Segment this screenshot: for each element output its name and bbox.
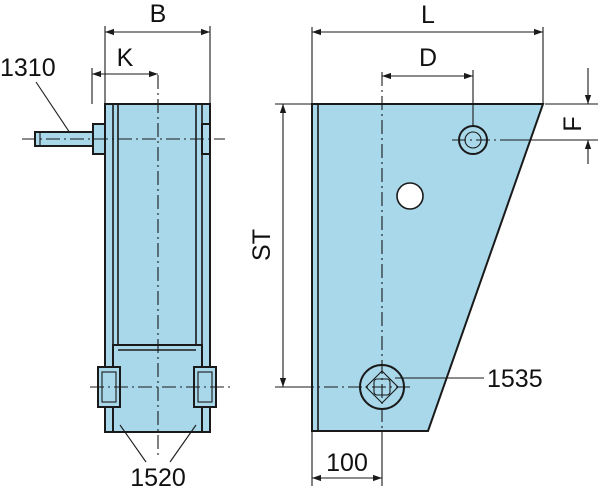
label-1520: 1520 xyxy=(130,464,186,492)
label-f: F xyxy=(559,116,587,131)
dimension-b: B xyxy=(104,0,211,104)
label-1535: 1535 xyxy=(487,365,543,393)
label-1310: 1310 xyxy=(0,54,56,82)
side-view xyxy=(22,75,230,455)
dimension-100: 100 xyxy=(311,431,383,486)
callout-1535: 1535 xyxy=(395,365,543,393)
label-b: B xyxy=(150,0,167,28)
dimension-k: K xyxy=(91,44,158,104)
front-view xyxy=(300,72,545,440)
label-100: 100 xyxy=(326,449,368,477)
front-plate xyxy=(311,103,545,432)
middle-hole xyxy=(396,182,424,210)
dimension-st: ST xyxy=(248,103,312,388)
dimension-f: F xyxy=(500,68,598,164)
dimension-l: L xyxy=(311,1,544,104)
label-k: K xyxy=(117,44,134,72)
label-st: ST xyxy=(248,229,276,261)
dimension-d: D xyxy=(382,44,474,126)
callout-1310: 1310 xyxy=(0,54,71,134)
label-d: D xyxy=(419,44,437,72)
callout-1520: 1520 xyxy=(119,424,197,492)
label-l: L xyxy=(421,1,435,29)
